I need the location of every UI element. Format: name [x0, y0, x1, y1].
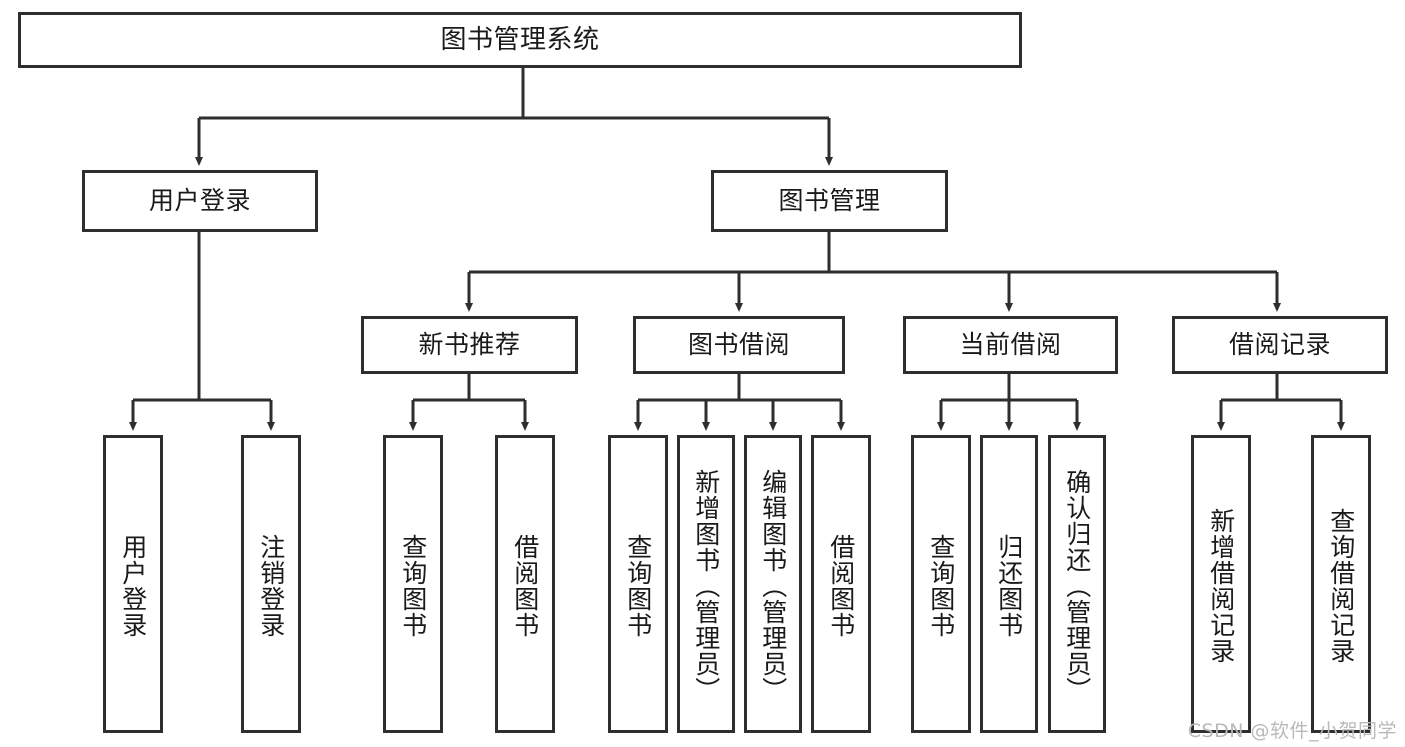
node-current-borrow[interactable]: 当前借阅 — [903, 316, 1118, 374]
leaf-add-book-admin[interactable]: 新增图书（管理员） — [677, 435, 735, 733]
leaf-query-book-borrow[interactable]: 查询图书 — [608, 435, 668, 733]
node-label: 新书推荐 — [418, 330, 521, 360]
leaf-label: 查询图书 — [398, 534, 428, 638]
leaf-label: 用户登录 — [118, 534, 148, 638]
leaf-label: 注销登录 — [256, 534, 286, 638]
leaf-borrow-book-new[interactable]: 借阅图书 — [495, 435, 555, 733]
leaf-label: 查询图书 — [926, 534, 956, 638]
node-label: 图书借阅 — [687, 330, 790, 360]
node-user-login[interactable]: 用户登录 — [82, 170, 318, 232]
node-label: 借阅记录 — [1228, 330, 1331, 360]
leaf-label: 查询借阅记录 — [1326, 508, 1356, 664]
leaf-return-book[interactable]: 归还图书 — [980, 435, 1038, 733]
node-borrow-record[interactable]: 借阅记录 — [1172, 316, 1388, 374]
leaf-logout[interactable]: 注销登录 — [241, 435, 301, 733]
leaf-user-login[interactable]: 用户登录 — [103, 435, 163, 733]
leaf-label: 编辑图书（管理员） — [758, 469, 788, 703]
leaf-query-borrow-record[interactable]: 查询借阅记录 — [1311, 435, 1371, 733]
leaf-query-book-new[interactable]: 查询图书 — [383, 435, 443, 733]
leaf-confirm-return-admin[interactable]: 确认归还（管理员） — [1048, 435, 1106, 733]
node-new-book-recommend[interactable]: 新书推荐 — [361, 316, 578, 374]
leaf-label: 归还图书 — [994, 534, 1024, 638]
node-label: 图书管理系统 — [440, 24, 600, 55]
csdn-watermark: CSDN @软件_小贺同学 — [1187, 720, 1397, 742]
leaf-label: 查询图书 — [623, 534, 653, 638]
leaf-query-book-current[interactable]: 查询图书 — [911, 435, 971, 733]
leaf-label: 借阅图书 — [826, 534, 856, 638]
leaf-edit-book-admin[interactable]: 编辑图书（管理员） — [744, 435, 802, 733]
node-root-system[interactable]: 图书管理系统 — [18, 12, 1022, 68]
leaf-label: 确认归还（管理员） — [1062, 469, 1092, 703]
node-label: 当前借阅 — [959, 330, 1062, 360]
leaf-label: 新增借阅记录 — [1206, 508, 1236, 664]
node-book-management[interactable]: 图书管理 — [711, 170, 948, 232]
node-label: 图书管理 — [778, 186, 881, 216]
leaf-add-borrow-record[interactable]: 新增借阅记录 — [1191, 435, 1251, 733]
leaf-label: 借阅图书 — [510, 534, 540, 638]
node-label: 用户登录 — [148, 186, 251, 216]
leaf-borrow-book[interactable]: 借阅图书 — [811, 435, 871, 733]
leaf-label: 新增图书（管理员） — [691, 469, 721, 703]
node-book-borrow[interactable]: 图书借阅 — [633, 316, 845, 374]
